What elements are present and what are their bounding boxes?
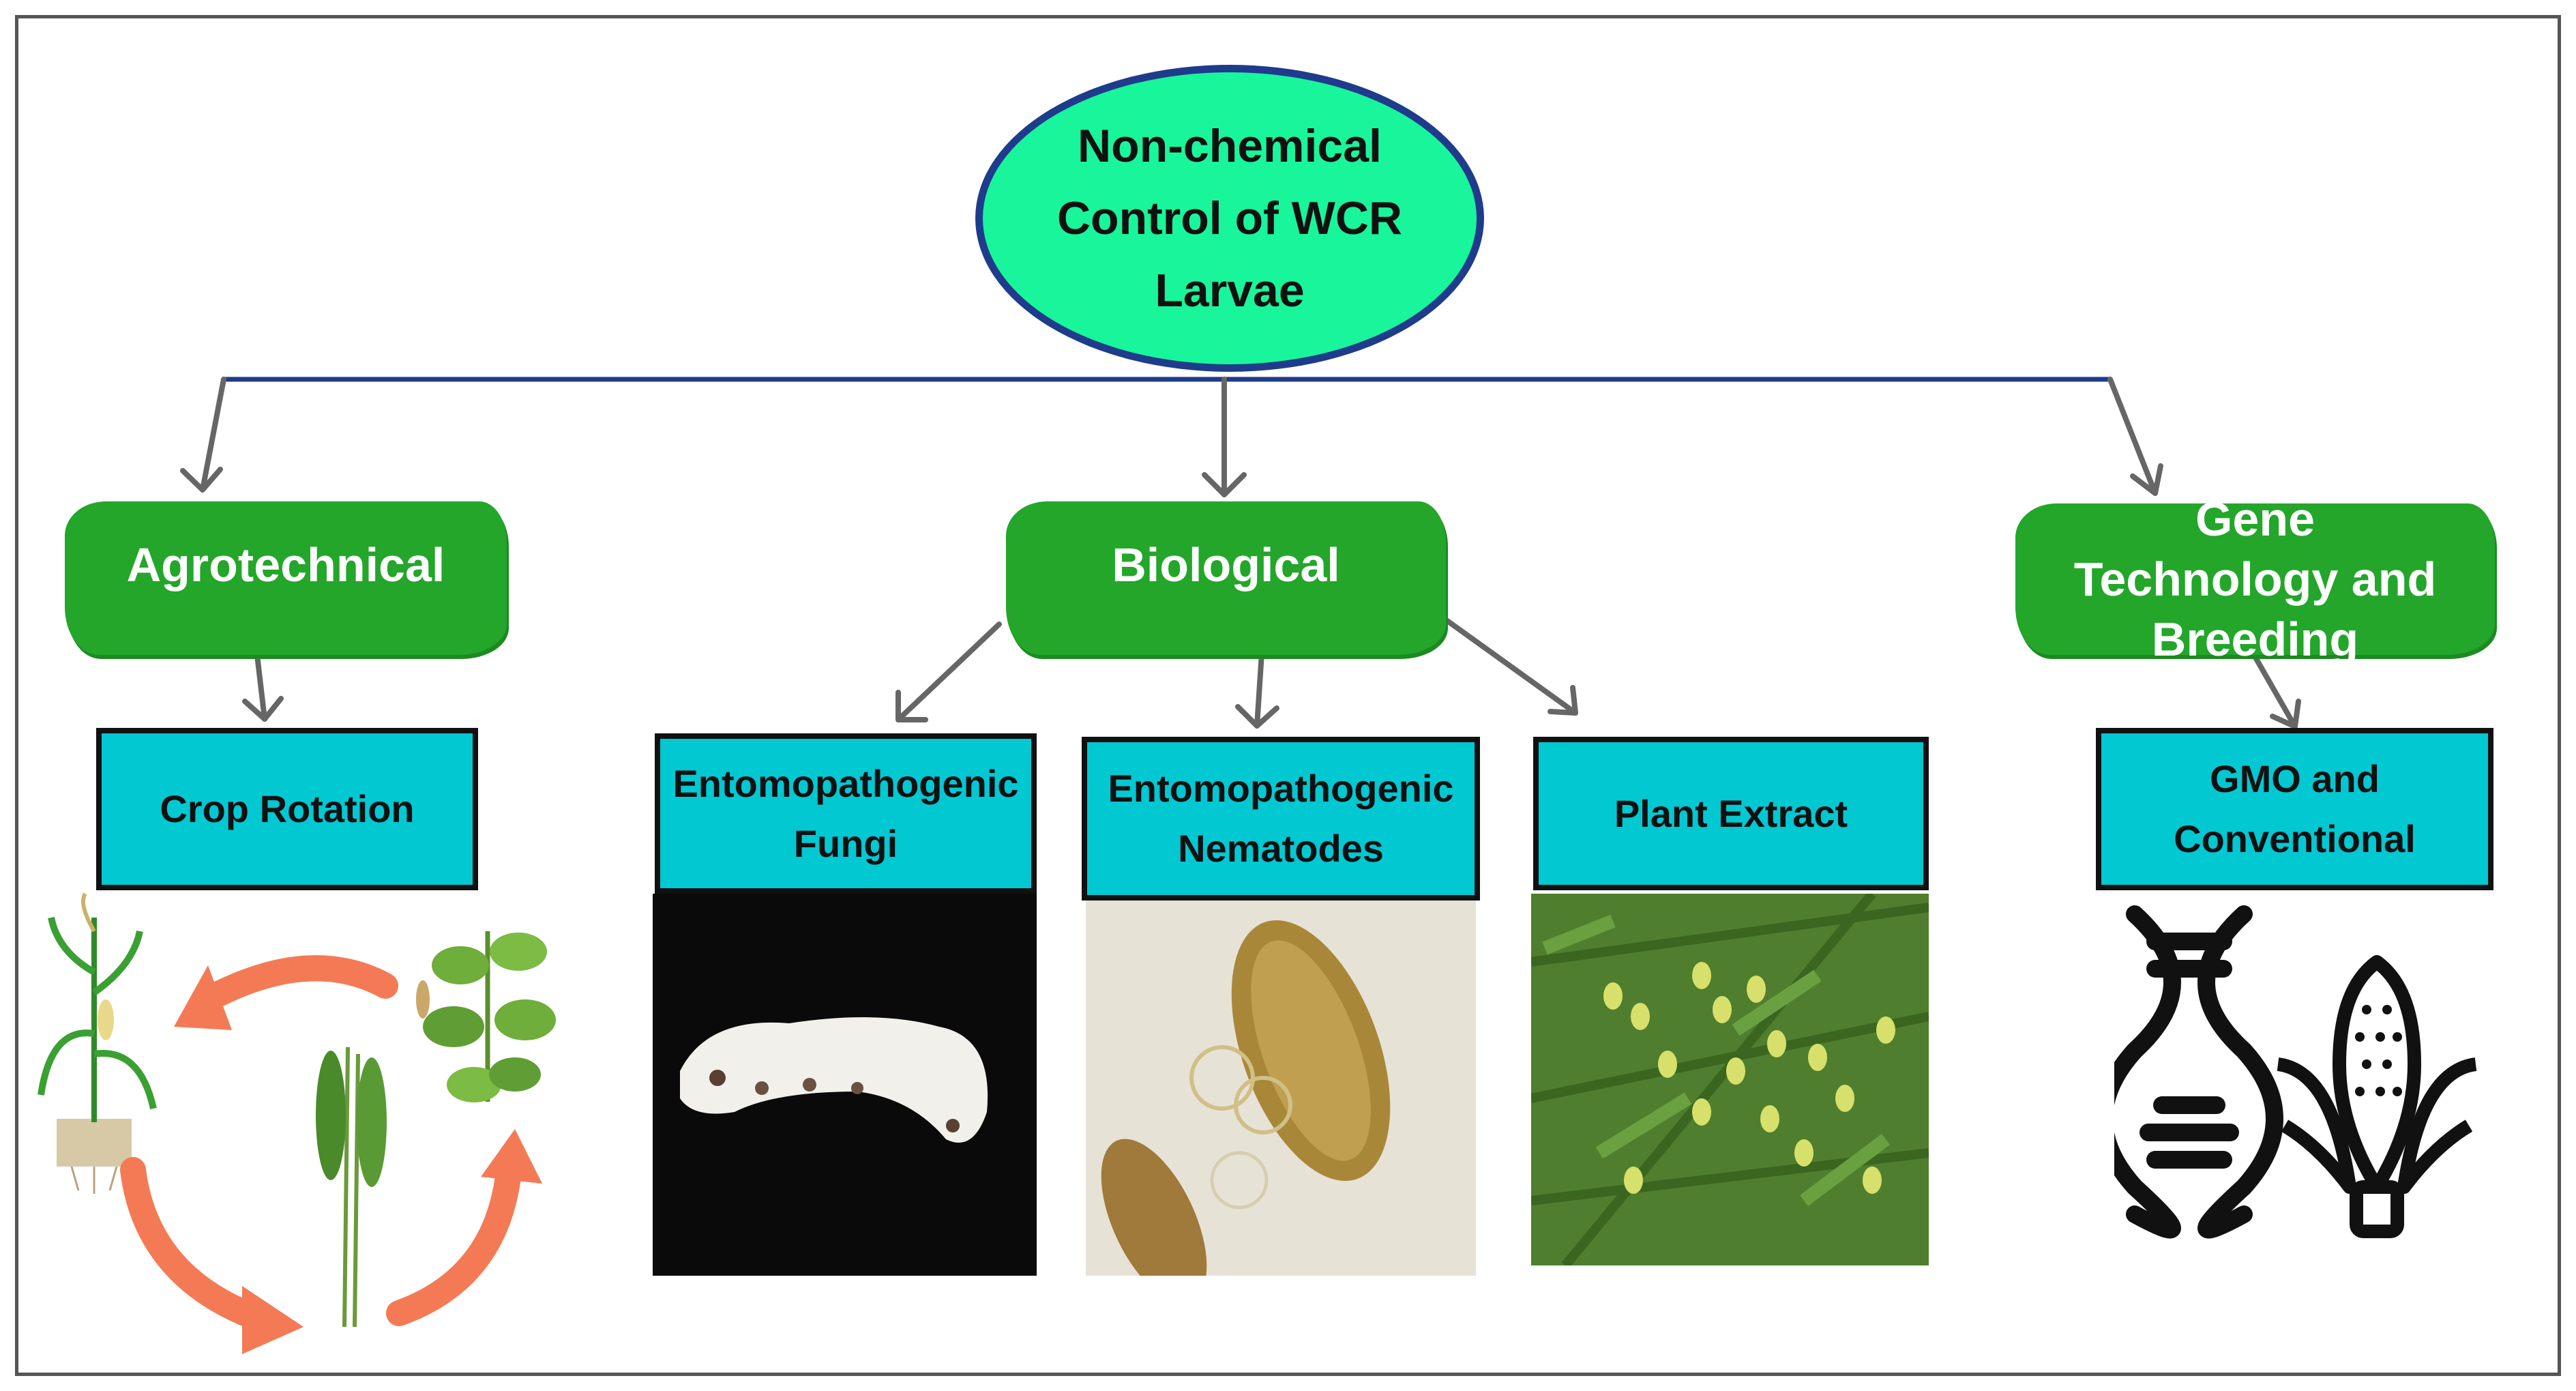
method-fungi: Entomopathogenic Fungi [655,733,1037,894]
plant-extract-neem-photo [1531,894,1929,1265]
category-biological-label: Biological [1112,538,1340,591]
fungi-larva-photo [653,894,1037,1276]
rotation-arrows-icon [120,955,521,1333]
arrow-to-gene-tech [2107,377,2158,496]
method-plant-extract-label: Plant Extract [1614,791,1848,835]
method-nematodes-label: Entomopathogenic Nematodes [1108,767,1454,870]
soybean-plant-icon [416,931,556,1102]
corn-cob-icon [2277,955,2477,1238]
crop-rotation-illustration [38,892,556,1354]
arrow-to-agrotechnical [200,377,226,493]
category-biological: Biological [1006,501,1446,655]
method-plant-extract: Plant Extract [1533,737,1929,890]
method-gmo: GMO and Conventional [2096,728,2493,890]
category-agrotechnical-label: Agrotechnical [126,538,445,591]
gmo-icons [2114,905,2477,1239]
arrow-to-gmo [2252,654,2298,729]
category-gene-technology: Gene Technology and Breeding [2015,493,2495,666]
arrow-to-crop-rotation [254,652,267,722]
category-agrotechnical: Agrotechnical [65,501,507,655]
method-gmo-label: GMO and Conventional [2174,757,2416,860]
root-title: Non-chemical Control of WCR Larvae [1056,120,1403,317]
method-crop-rotation-label: Crop Rotation [160,787,415,830]
method-fungi-label: Entomopathogenic Fungi [672,761,1019,865]
nematodes-larva-photo [1086,901,1476,1276]
method-nematodes: Entomopathogenic Nematodes [1082,737,1480,901]
root-node: Non-chemical Control of WCR Larvae [975,65,1484,372]
dna-icon [2114,905,2283,1239]
corn-plant-icon [38,892,157,1194]
wheat-icon [316,1046,387,1328]
method-crop-rotation: Crop Rotation [96,728,478,890]
arrow-to-fungi [895,621,1002,722]
arrow-to-nematodes [1254,650,1264,729]
category-gene-technology-label: Gene Technology and Breeding [2073,493,2437,666]
arrow-to-plant-extract [1445,618,1578,716]
